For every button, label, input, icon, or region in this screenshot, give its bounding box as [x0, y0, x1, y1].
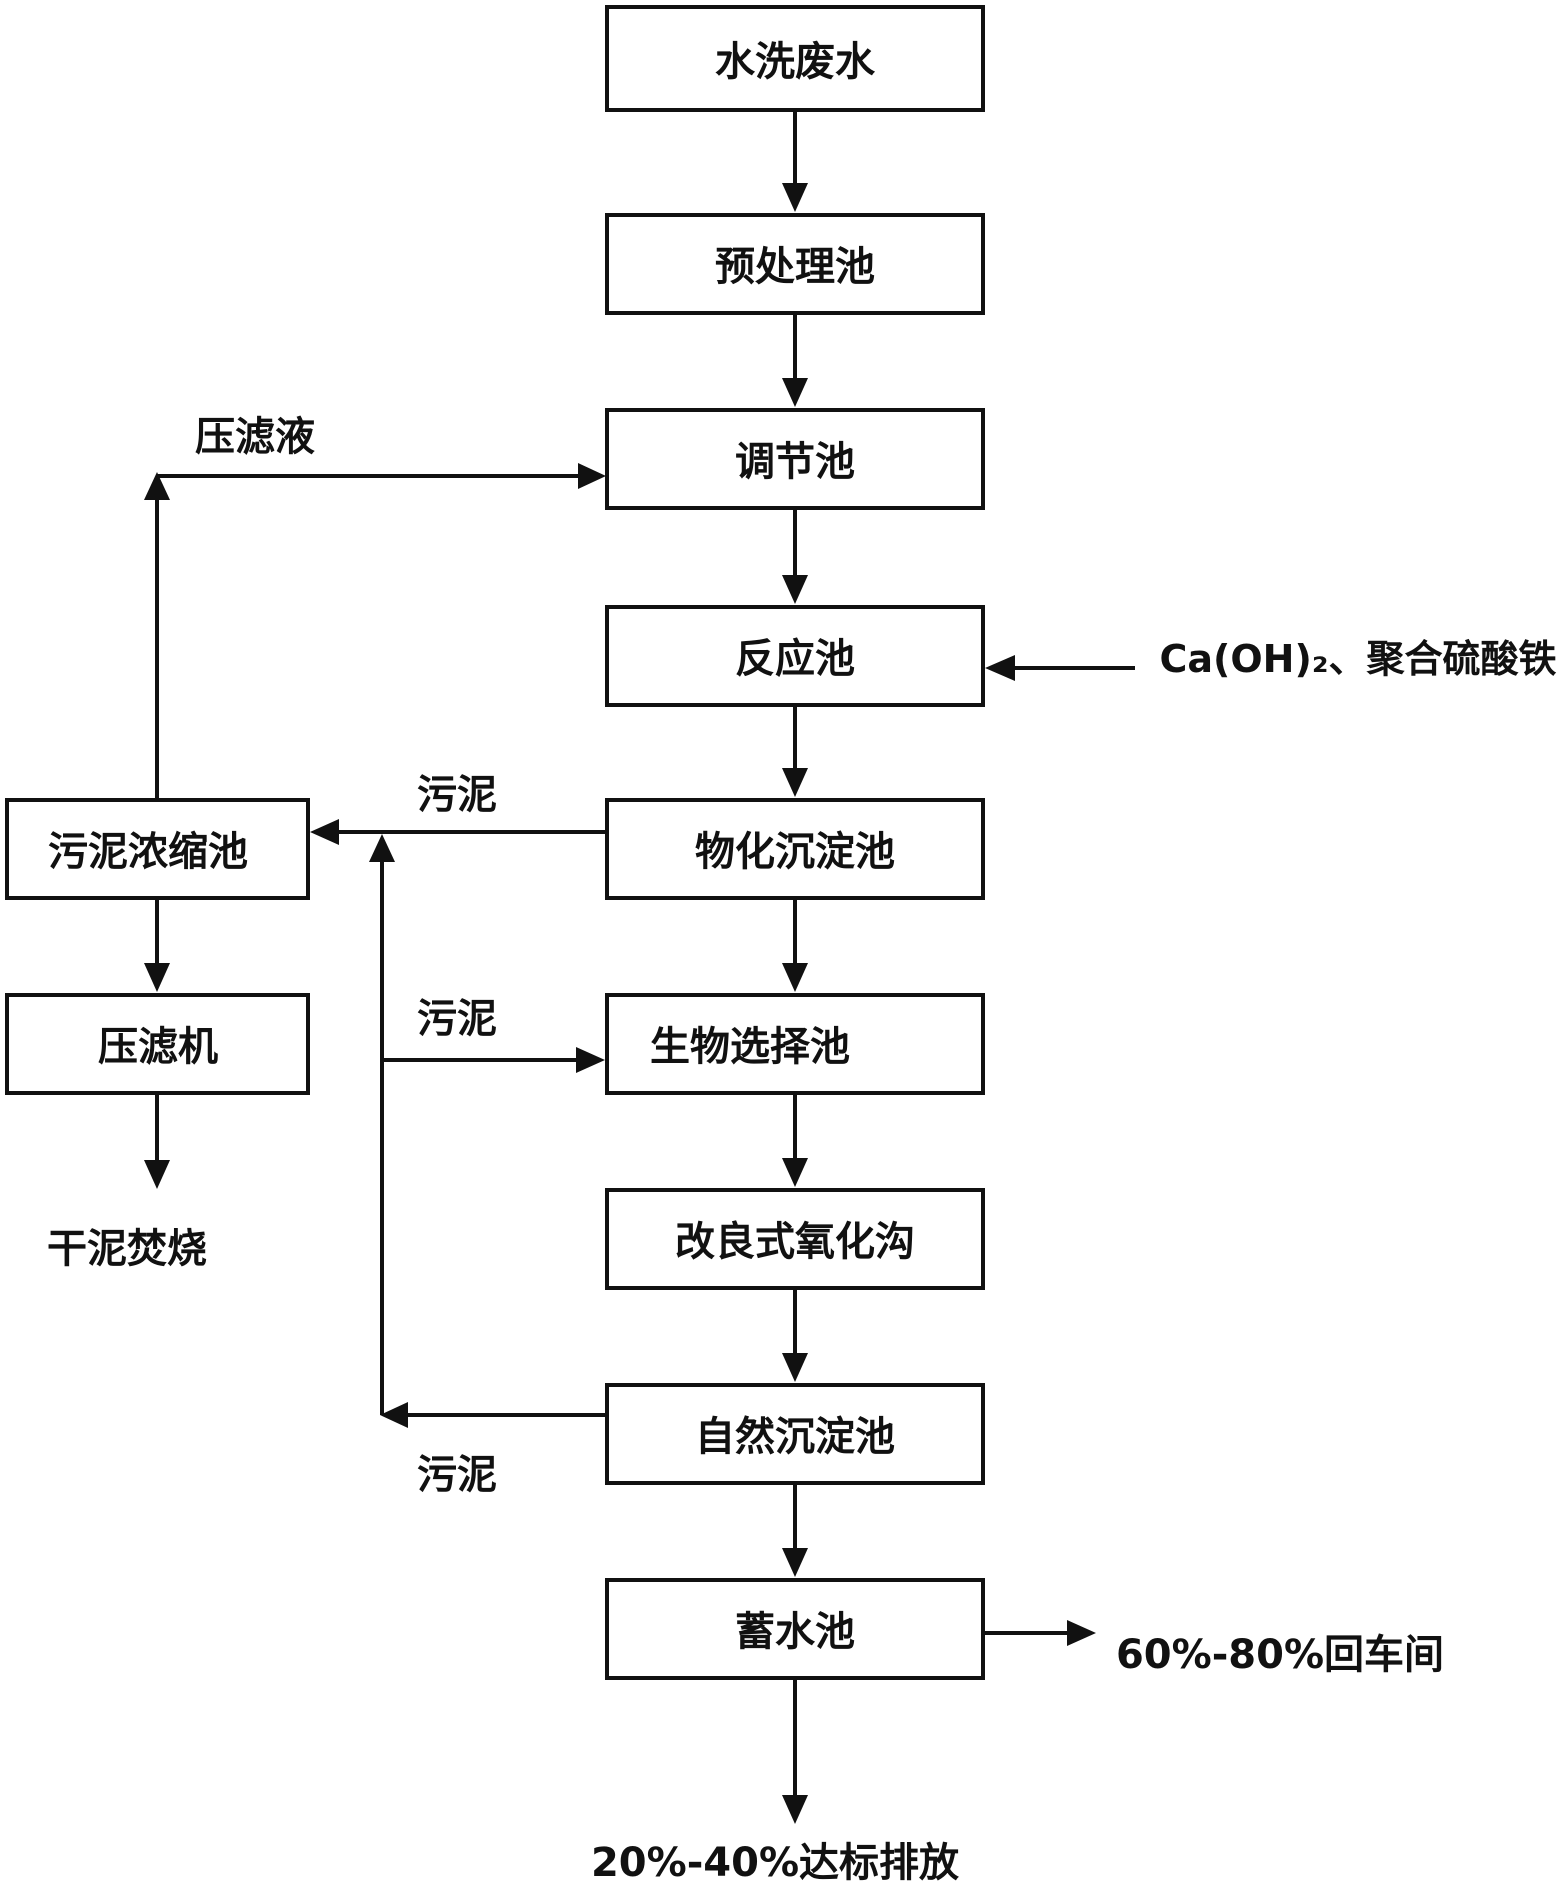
arrow-chemicals-to-reaction: [985, 655, 1135, 681]
arrow-pretreatment-to-regulating: [782, 313, 808, 407]
node-bio-selection-tank: 生物选择池: [605, 993, 985, 1095]
arrow-regulating-to-reaction: [782, 508, 808, 604]
arrow-natural-settling-sludge-return: [380, 1402, 607, 1428]
arrow-sludge-to-bio-selection: [382, 1047, 605, 1073]
label-sludge-1: 污泥: [417, 772, 497, 818]
node-regulating-tank: 调节池: [605, 408, 985, 510]
node-sludge-thickening-tank: 污泥浓缩池: [5, 798, 310, 900]
arrow-natural-settling-to-storage: [782, 1483, 808, 1577]
node-physicochemical-settling-tank-label: 物化沉淀池: [695, 829, 895, 875]
arrow-reaction-to-physicochemical: [782, 705, 808, 797]
arrow-oxidation-ditch-to-natural-settling: [782, 1288, 808, 1382]
node-regulating-tank-label: 调节池: [735, 439, 855, 485]
node-storage-tank-label: 蓄水池: [735, 1609, 855, 1655]
node-pretreatment-tank-label: 预处理池: [715, 244, 875, 290]
arrow-bio-selection-to-oxidation-ditch: [782, 1093, 808, 1187]
node-modified-oxidation-ditch-label: 改良式氧化沟: [675, 1219, 915, 1265]
label-discharge: 20%-40%达标排放: [591, 1840, 959, 1886]
node-pretreatment-tank: 预处理池: [605, 213, 985, 315]
label-dry-sludge-incineration: 干泥焚烧: [47, 1226, 207, 1272]
arrow-thickening-to-filter-press: [144, 898, 170, 992]
arrow-wastewater-to-pretreatment: [782, 110, 808, 212]
arrow-physicochemical-to-bio-selection: [782, 898, 808, 992]
arrow-sludge-return-riser: [369, 834, 395, 1415]
arrow-filter-press-to-incineration: [144, 1093, 170, 1189]
node-sludge-thickening-tank-label: 污泥浓缩池: [48, 829, 248, 875]
arrow-storage-to-workshop: [983, 1620, 1096, 1646]
label-return-workshop: 60%-80%回车间: [1116, 1632, 1444, 1678]
node-natural-settling-tank-label: 自然沉淀池: [695, 1414, 895, 1460]
node-filter-press: 压滤机: [5, 993, 310, 1095]
node-modified-oxidation-ditch: 改良式氧化沟: [605, 1188, 985, 1290]
node-reaction-tank-label: 反应池: [735, 636, 855, 682]
label-sludge-2: 污泥: [417, 996, 497, 1042]
label-sludge-3: 污泥: [417, 1452, 497, 1498]
node-washing-wastewater: 水洗废水: [605, 5, 985, 112]
arrow-sludge-to-thickening: [310, 819, 607, 845]
arrow-storage-to-discharge: [782, 1678, 808, 1824]
label-filtrate: 压滤液: [195, 414, 315, 460]
node-reaction-tank: 反应池: [605, 605, 985, 707]
node-physicochemical-settling-tank: 物化沉淀池: [605, 798, 985, 900]
node-filter-press-label: 压滤机: [98, 1024, 218, 1070]
node-natural-settling-tank: 自然沉淀池: [605, 1383, 985, 1485]
node-bio-selection-tank-label: 生物选择池: [650, 1024, 850, 1070]
node-storage-tank: 蓄水池: [605, 1578, 985, 1680]
label-chemicals: Ca(OH)₂、聚合硫酸铁: [1159, 637, 1556, 681]
arrow-filtrate-return: [144, 463, 606, 800]
node-washing-wastewater-label: 水洗废水: [715, 39, 876, 85]
